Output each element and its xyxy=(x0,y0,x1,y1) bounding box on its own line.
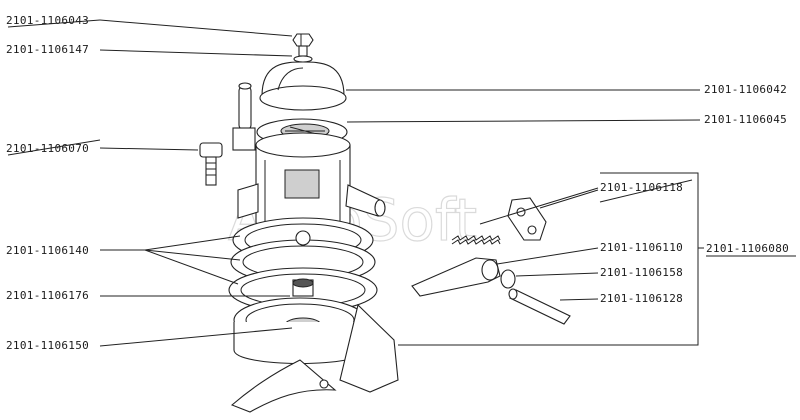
callout-label: 2101-1106080 xyxy=(706,242,789,255)
leader-line xyxy=(144,249,241,261)
assembly-bracket xyxy=(398,172,699,346)
o-ring xyxy=(500,269,516,289)
leader-line xyxy=(99,49,293,57)
callout-label: 2101-1106042 xyxy=(704,83,787,96)
lower-housing xyxy=(230,297,399,413)
leader-line xyxy=(496,247,599,265)
top-bolt xyxy=(292,33,314,57)
callout-label: 2101-1106176 xyxy=(6,289,89,302)
callout-label: 2101-1106158 xyxy=(600,266,683,279)
strike-mark xyxy=(7,19,101,28)
strike-mark xyxy=(599,179,693,203)
right-callouts: 2101-1106042 2101-1106045 2101-1106118 2… xyxy=(346,83,796,346)
leader-line xyxy=(539,189,599,209)
leader-line xyxy=(144,235,241,251)
rocker-arm xyxy=(411,257,501,297)
leader-line xyxy=(479,187,599,225)
left-callouts: 2101-1106043 2101-1106147 2101-1106070 2… xyxy=(6,14,293,352)
callout-label: 2101-1106147 xyxy=(6,43,89,56)
leader-line xyxy=(99,327,293,347)
side-screw xyxy=(199,142,223,186)
callout-label: 2101-1106140 xyxy=(6,244,89,257)
fuel-pump-drawing xyxy=(199,33,571,413)
callout-label: 2101-1106128 xyxy=(600,292,683,305)
top-washer xyxy=(293,55,313,63)
callout-label: 2101-1106150 xyxy=(6,339,89,352)
leader-line xyxy=(99,147,199,151)
callout-label: 2101-1106045 xyxy=(704,113,787,126)
inlet-nipple xyxy=(232,82,256,151)
leader-line xyxy=(559,298,599,301)
spring xyxy=(451,235,501,245)
leader-line xyxy=(99,19,293,37)
leader-line xyxy=(346,119,701,123)
upper-housing xyxy=(237,132,386,235)
callout-label: 2101-1106043 xyxy=(6,14,89,27)
leader-line xyxy=(144,249,239,285)
leader-line xyxy=(515,272,599,277)
dome-cover xyxy=(259,61,347,111)
diaphragm-stack xyxy=(228,217,378,313)
lever-plate xyxy=(507,197,547,241)
axle-pin xyxy=(508,288,571,325)
callout-label: 2101-1106110 xyxy=(600,241,683,254)
strike-mark xyxy=(7,139,101,156)
callout-label: 2101-1106118 xyxy=(600,181,683,194)
